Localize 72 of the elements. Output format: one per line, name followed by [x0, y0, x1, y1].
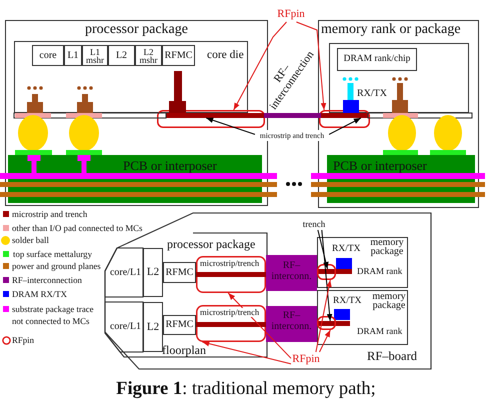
legend-label: substrate package trace not connected to MCs: [12, 303, 95, 327]
unit-cell: RFMC: [163, 315, 196, 335]
rank-label: DRAM rank: [357, 267, 402, 276]
package-outline: [105, 233, 267, 357]
pin-ring: [157, 110, 265, 128]
legend-label: RFpin: [12, 335, 34, 345]
leader-arrow: [233, 22, 287, 110]
unit-cell: core: [32, 45, 64, 66]
legend-label: power and ground planes: [12, 261, 101, 271]
callout-label: RFpin: [291, 352, 321, 366]
package-title: memory rank or package: [321, 23, 461, 37]
microstrip-bar: [166, 113, 264, 118]
board-label: RF–board: [367, 350, 417, 362]
block-label: RF– interconn.: [270, 310, 313, 332]
leader-arrow: [202, 340, 292, 364]
leader-arrow: [328, 118, 362, 135]
leader-arrow: [319, 330, 331, 352]
legend-label: DRAM RX/TX: [12, 289, 67, 299]
interconnect-block: [266, 255, 317, 291]
package-label: memory package: [369, 239, 405, 256]
microstrip-bar: [321, 113, 368, 118]
leader-arrow: [315, 280, 332, 352]
block-label: RF– interconn.: [270, 260, 313, 282]
figure-caption: Figure 1: traditional memory path;: [115, 380, 377, 398]
legend-label: solder ball: [12, 235, 49, 245]
trench-bar: [317, 321, 350, 326]
trench-bar: [317, 269, 352, 274]
pin-ring: [317, 264, 336, 280]
box-label: microstrip/trench: [199, 259, 260, 268]
die-box: [14, 41, 248, 113]
unit-cell: L2 mshr: [135, 45, 162, 66]
callout-label: RFpin: [276, 7, 306, 22]
rank-label: DRAM rank: [357, 327, 402, 336]
box-label: microstrip/trench: [199, 308, 260, 317]
package-box: [317, 237, 408, 288]
legend-label: other than I/O pad connected to MCs: [12, 223, 142, 233]
unit-cell: RFMC: [162, 45, 195, 66]
package-title: processor package: [84, 23, 189, 37]
microstrip-box: [196, 305, 266, 342]
transceiver-label: RX/TX: [357, 89, 387, 99]
package-title: processor package: [167, 238, 256, 250]
die-label: core die: [207, 50, 244, 62]
leader-arrow: [321, 230, 332, 322]
floorplan-label: floorplan: [162, 344, 206, 356]
leader-arrow: [296, 22, 326, 110]
callout-label: trench: [301, 218, 327, 230]
leader-arrow: [206, 118, 256, 135]
legend-label: RF–interconnection: [12, 275, 82, 285]
interconnect-block: [266, 306, 317, 342]
legend-label: top surface mettalurgy: [13, 249, 92, 259]
unit-cell: L2: [143, 248, 163, 297]
transceiver-label: RX/TX: [332, 245, 360, 254]
die-box: [329, 43, 469, 113]
unit-cell: RFMC: [163, 262, 196, 283]
leader-arrow: [228, 292, 292, 359]
legend-label: microstrip and trench: [12, 209, 88, 219]
unit-cell: L2: [108, 45, 135, 66]
chip-box: DRAM rank/chip: [337, 48, 417, 71]
pin-ring: [319, 110, 370, 128]
unit-cell: core/L1: [105, 248, 143, 297]
unit-cell: L1 mshr: [82, 45, 108, 66]
transceiver-label: RX/TX: [333, 297, 362, 306]
unit-cell: core/L1: [105, 302, 143, 352]
microstrip-box: [196, 256, 266, 293]
board-label: PCB or interposer: [333, 159, 427, 172]
pin-ring: [317, 316, 336, 330]
unit-cell: L1: [64, 45, 82, 66]
unit-cell: L2: [143, 302, 163, 352]
package-label: memory package: [371, 293, 407, 310]
package-box: [317, 290, 408, 345]
board-label: PCB or interposer: [123, 159, 217, 172]
leader-arrow: [317, 230, 329, 270]
